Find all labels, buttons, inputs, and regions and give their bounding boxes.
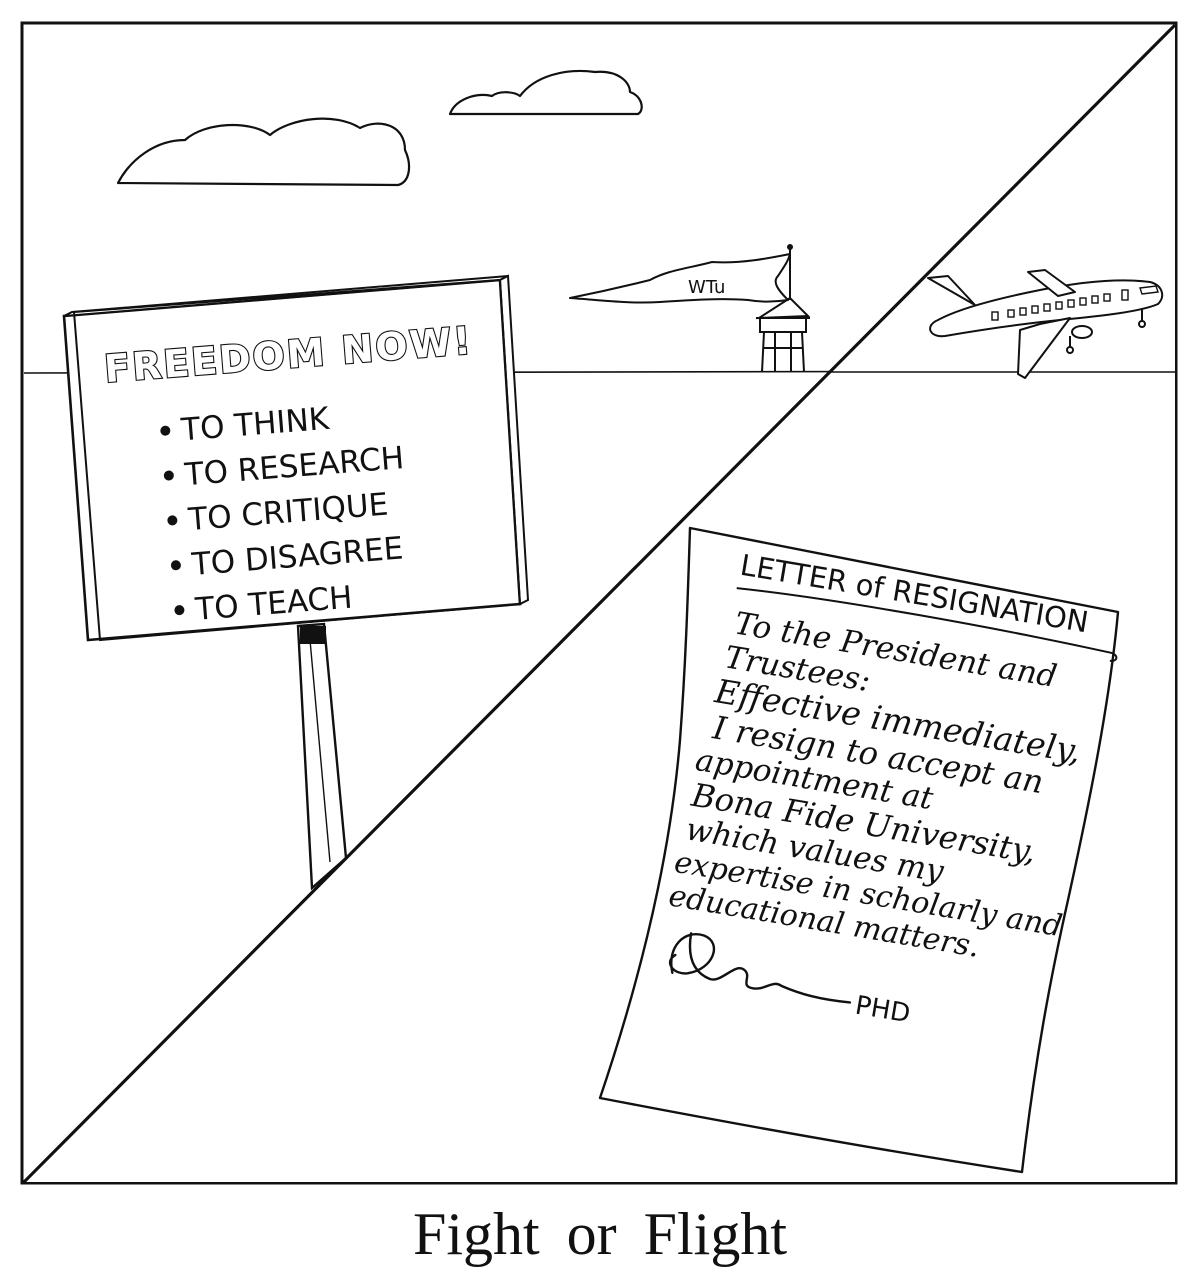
- airplane-windows: [991, 285, 1159, 321]
- sign-board: [62, 274, 530, 642]
- flag-text: WTu: [688, 277, 725, 298]
- diagonal-divider: [22, 23, 1177, 1184]
- cartoon-panel: WTu FREEDOM N: [20, 21, 1178, 1185]
- bullet-icon: [160, 425, 171, 436]
- cloud-icon: [448, 69, 643, 116]
- resignation-letter: LETTER of RESIGNATION To the President a…: [598, 526, 1120, 1174]
- signature-icon: [668, 932, 852, 1004]
- flag-icon: WTu: [569, 244, 793, 304]
- cartoon-caption: Fight or Flight: [412, 1201, 788, 1267]
- title-underline: [736, 587, 1118, 662]
- bullet-icon: [163, 470, 174, 481]
- bullet-icon: [167, 515, 178, 526]
- bullet-icon: [174, 605, 185, 616]
- cloud-icon: [116, 117, 411, 187]
- tower-icon: [755, 296, 811, 373]
- bullet-icon: [170, 560, 181, 571]
